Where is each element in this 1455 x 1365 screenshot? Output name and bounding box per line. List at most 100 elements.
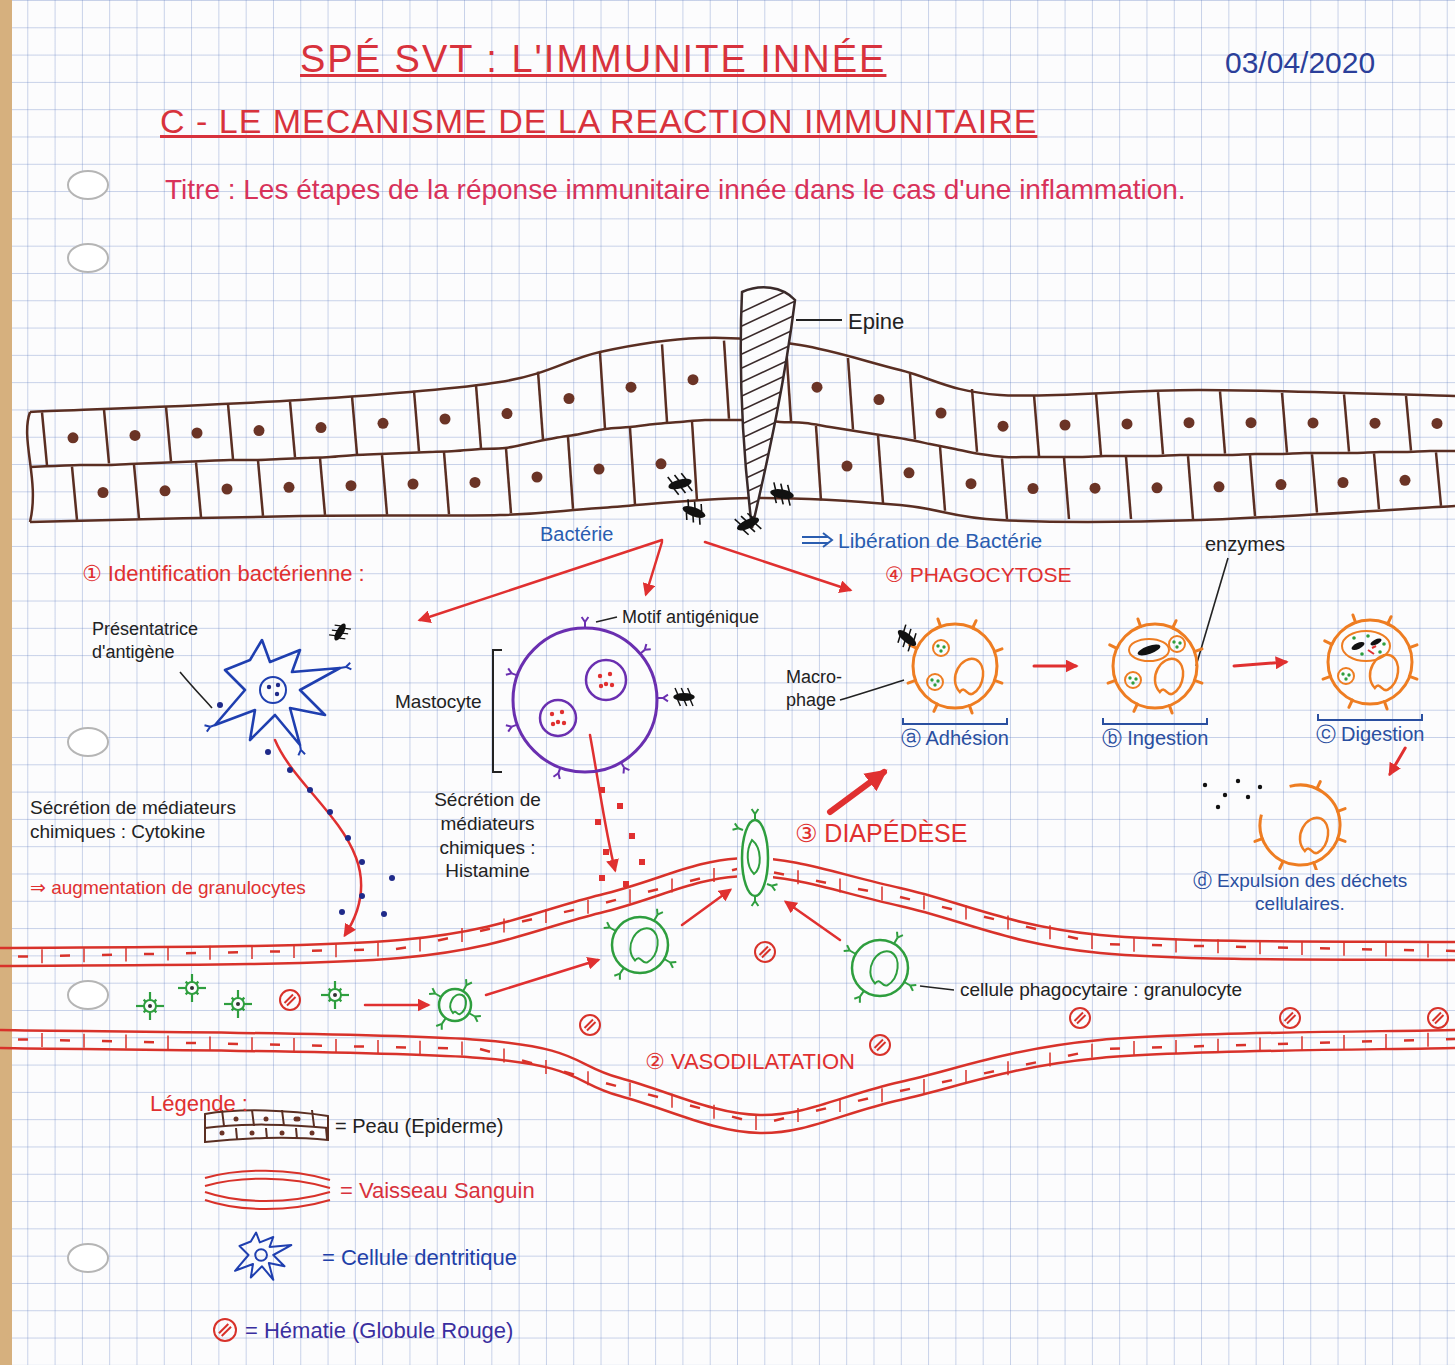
mast-cell (558, 768, 560, 774)
blood-vessel (396, 1046, 406, 1049)
cell-nucleus (1122, 418, 1133, 429)
cell-nucleus (1276, 479, 1287, 490)
dendritic-cell (276, 683, 280, 687)
epidermis (972, 389, 977, 452)
dendritic-cell (217, 702, 223, 708)
mast-cell (560, 710, 564, 714)
red-blood-cell (1280, 1008, 1300, 1028)
bacterium (686, 499, 691, 507)
cell-nucleus (656, 458, 667, 469)
blood-vessel (461, 928, 463, 942)
macrophage-cell (1368, 650, 1374, 654)
blood-vessel (1343, 942, 1345, 956)
granulocyte (321, 981, 349, 1009)
cell-nucleus (1214, 481, 1225, 492)
red-blood-cell (870, 1035, 890, 1055)
blood-vessel (1343, 1035, 1345, 1049)
dendritic-cell (275, 692, 279, 696)
blood-vessel (965, 1070, 967, 1084)
macrophage-cell (1342, 631, 1390, 661)
macrophage-cell (1260, 785, 1340, 865)
macrophage-cell (933, 683, 936, 686)
granulocyte (442, 1018, 446, 1024)
epidermis (280, 1131, 285, 1136)
mast-cell (645, 648, 651, 651)
bacterium (675, 688, 678, 694)
macrophage-cell (927, 674, 943, 690)
bacterium (691, 515, 696, 523)
macrophage-cell (1370, 637, 1383, 647)
histamine (599, 875, 605, 881)
mast-cell (513, 628, 657, 772)
mast-cell (621, 762, 624, 767)
granulocyte (144, 1000, 156, 1012)
bacterium (679, 498, 708, 525)
epidermis (568, 437, 573, 509)
legend-text: = Peau (Epiderme) (335, 1114, 503, 1139)
red-blood-cell (1435, 1015, 1444, 1024)
blood-vessel (606, 900, 616, 903)
macrophage-cell (930, 678, 933, 681)
epidermis (1282, 393, 1287, 453)
mast-cell (508, 668, 511, 673)
blood-vessel (1152, 1046, 1162, 1049)
epidermis (266, 1128, 267, 1139)
cell-nucleus (440, 414, 451, 425)
mast-cell (598, 674, 602, 678)
blood-vessel (1404, 1039, 1414, 1042)
blood-vessel (690, 879, 700, 882)
bracket (493, 650, 502, 772)
macrophage-cell (1150, 775, 1450, 870)
blood-vessel (270, 950, 280, 953)
macrophage-cell (1350, 640, 1365, 651)
epidermis (42, 412, 47, 465)
blood-vessel (1362, 948, 1372, 951)
blood-vessel (461, 1042, 463, 1056)
granulocyte (860, 991, 864, 997)
macrophage-cell (1360, 652, 1364, 656)
macrophage-cell (1300, 818, 1328, 853)
blood-vessel (293, 1038, 295, 1052)
blood-vessel (1278, 946, 1288, 949)
blood-vessel (629, 889, 631, 903)
epidermis (1034, 395, 1039, 456)
dendritic-cell (235, 1233, 291, 1280)
granulocyte (620, 968, 624, 974)
bacterium (733, 510, 763, 538)
macrophage-cell (936, 644, 939, 647)
cytokine (381, 911, 387, 917)
cell-nucleus (532, 472, 543, 483)
granulocyte (190, 986, 194, 990)
cytokine (359, 859, 365, 865)
cell-nucleus (130, 430, 141, 441)
granulocyte (847, 945, 850, 950)
granulocyte (607, 922, 610, 927)
macrophage-cell (942, 645, 945, 648)
blood-vessel (942, 1080, 952, 1082)
macrophage-cell (1129, 639, 1169, 661)
blood-vessel (1385, 943, 1387, 957)
blood-vessel (0, 858, 1455, 966)
granulocyte (894, 938, 898, 944)
epidermis (1126, 457, 1131, 519)
blood-vessel (858, 889, 868, 891)
blood-vessel (774, 873, 784, 875)
process-arrow (275, 740, 361, 935)
granulocyte (754, 814, 756, 820)
blood-vessel (228, 1043, 238, 1046)
macrophage-cell (880, 608, 1030, 726)
legend-text: = Vaisseau Sanguin (340, 1177, 535, 1205)
bacterium (690, 700, 693, 706)
epidermis (252, 1110, 254, 1126)
blood-vessel (0, 858, 1455, 948)
bacterium (675, 474, 680, 482)
blood-vessel (564, 910, 574, 912)
epidermis (692, 421, 697, 500)
red-blood-cell (1077, 1015, 1086, 1024)
blood-vessel (186, 1042, 196, 1045)
granulocyte (136, 992, 164, 1020)
blood-vessel (1320, 947, 1330, 950)
granulocyte (742, 820, 768, 896)
dendritic-cell (340, 667, 346, 668)
granulocyte (148, 1004, 152, 1008)
